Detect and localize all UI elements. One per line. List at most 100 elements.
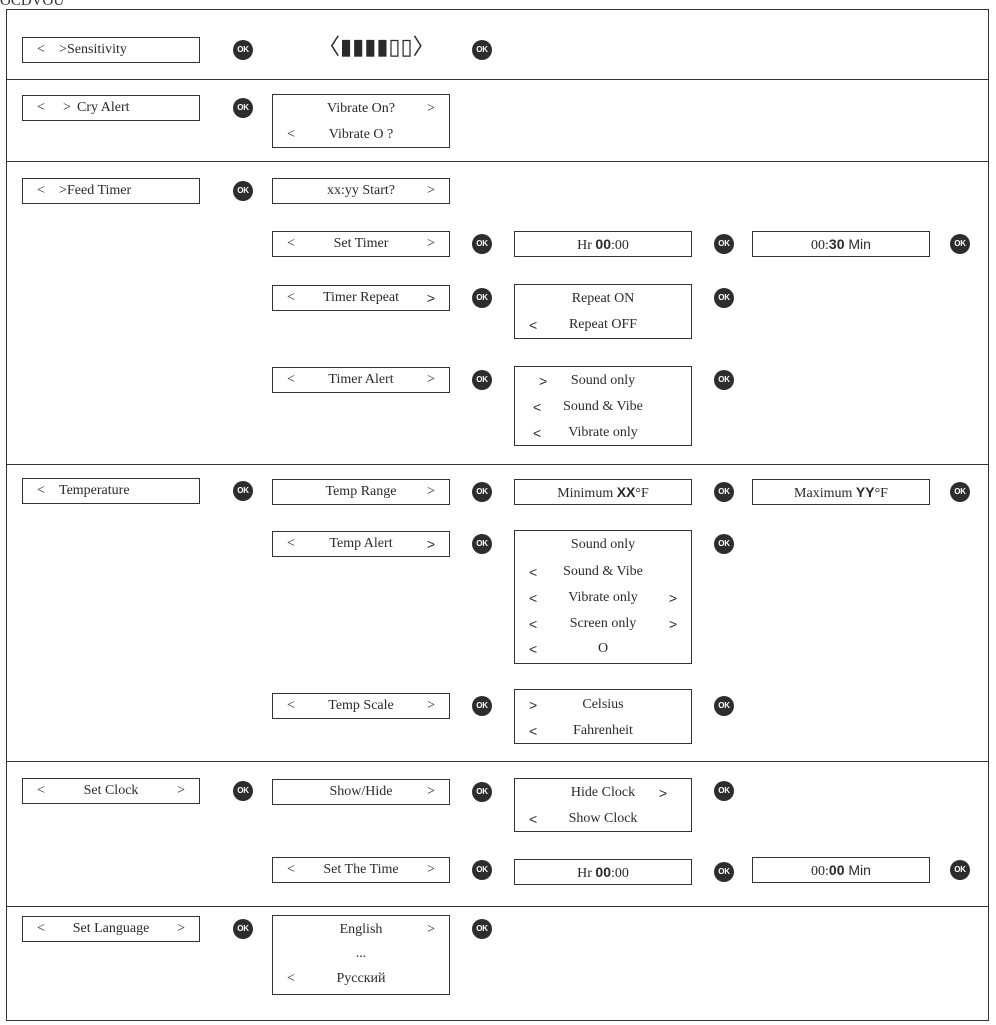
timer-minutes-box: 00:30 Min: [752, 231, 930, 257]
feed-timer-label: Feed Timer: [67, 183, 132, 198]
ok-icon: OK: [714, 288, 734, 308]
minimum-value: XX: [616, 484, 636, 500]
left-arrow-icon: <: [287, 127, 295, 142]
temp-scale-box: < Temp Scale >: [272, 693, 450, 719]
section-divider: [6, 161, 989, 162]
ok-icon: OK: [233, 98, 253, 118]
ok-icon: OK: [233, 781, 253, 801]
clock-hours-box: Hr 00:00: [514, 859, 692, 885]
minutes-value: 30: [828, 236, 845, 252]
maximum-prefix: Maximum: [794, 486, 856, 501]
ok-icon: OK: [472, 288, 492, 308]
show-hide-label: Show/Hide: [329, 784, 393, 799]
ok-icon: OK: [950, 482, 970, 502]
right-arrow-icon: >: [427, 101, 435, 116]
temp-off-option: O: [597, 641, 609, 656]
timer-alert-options-box: > Sound only < Sound & Vibe < Vibrate on…: [514, 366, 692, 446]
cry-alert-menu-box: < > Cry Alert: [22, 95, 200, 121]
ok-icon: OK: [950, 860, 970, 880]
section-divider: [6, 464, 989, 465]
right-arrow-icon: >: [426, 290, 435, 306]
timer-repeat-label: Timer Repeat: [322, 290, 400, 305]
hours-value: 00: [595, 236, 611, 252]
ok-icon: OK: [714, 781, 734, 801]
set-timer-box: < Set Timer >: [272, 231, 450, 257]
cry-alert-options-box: Vibrate On? > < Vibrate O ?: [272, 94, 450, 148]
right-arrow-icon: >: [529, 697, 538, 713]
hours-value: 00: [595, 864, 611, 880]
minimum-prefix: Minimum: [557, 486, 617, 501]
left-arrow-icon: <: [287, 698, 295, 713]
vibrate-only-option: Vibrate only: [568, 425, 638, 440]
language-options-box: English > ... < Русский: [272, 915, 450, 995]
vibrate-on-option: Vibrate On?: [327, 101, 395, 116]
right-arrow-icon: >: [59, 42, 67, 57]
temp-vibrate-only-option: Vibrate only: [568, 590, 638, 605]
left-arrow-icon: <: [529, 317, 538, 333]
vibrate-off-option: Vibrate O ?: [328, 127, 394, 142]
ok-icon: OK: [472, 696, 492, 716]
timer-start-box: xx:yy Start? >: [272, 178, 450, 204]
minutes-suffix: Min: [844, 862, 871, 878]
right-arrow-icon: >: [427, 922, 435, 937]
ok-icon: OK: [714, 862, 734, 882]
hours-suffix: :00: [610, 238, 629, 253]
right-arrow-icon: >: [426, 536, 435, 552]
clock-options-box: Hide Clock > < Show Clock: [514, 778, 692, 832]
left-arrow-icon: <: [529, 811, 538, 827]
left-arrow-icon: <: [529, 564, 538, 580]
right-arrow-icon: >: [668, 616, 677, 632]
right-arrow-icon: >: [427, 862, 435, 877]
repeat-options-box: Repeat ON < Repeat OFF: [514, 284, 692, 339]
left-arrow-icon: <: [529, 590, 538, 606]
ok-icon: OK: [472, 40, 492, 60]
section-divider: [6, 79, 989, 80]
set-language-menu-box: < Set Language >: [22, 916, 200, 942]
ok-icon: OK: [233, 181, 253, 201]
left-arrow-icon: <: [529, 616, 538, 632]
ok-icon: OK: [714, 534, 734, 554]
temp-scale-label: Temp Scale: [328, 698, 394, 713]
sensitivity-menu-box: < > Sensitivity: [22, 37, 200, 63]
left-arrow-icon: <: [37, 783, 45, 798]
timer-alert-label: Timer Alert: [328, 372, 394, 387]
ok-icon: OK: [714, 234, 734, 254]
right-arrow-icon: >: [427, 484, 435, 499]
temp-alert-box: < Temp Alert >: [272, 531, 450, 557]
left-arrow-icon: <: [37, 483, 45, 498]
celsius-option: Celsius: [582, 697, 624, 712]
diagram-frame: [6, 9, 989, 1021]
right-arrow-icon: >: [427, 183, 435, 198]
fahrenheit-option: Fahrenheit: [573, 723, 633, 738]
right-arrow-icon: >: [177, 783, 185, 798]
left-arrow-icon: <: [37, 183, 45, 198]
ok-icon: OK: [472, 919, 492, 939]
temp-sound-vibe-option: Sound & Vibe: [563, 564, 643, 579]
right-arrow-icon: >: [658, 785, 667, 801]
english-option: English: [339, 922, 383, 937]
left-arrow-icon: <: [533, 399, 542, 415]
timer-alert-box: < Timer Alert >: [272, 367, 450, 393]
left-arrow-icon: <: [287, 862, 295, 877]
ok-icon: OK: [714, 482, 734, 502]
temp-range-label: Temp Range: [325, 484, 397, 499]
show-hide-box: Show/Hide >: [272, 779, 450, 805]
left-arrow-icon: <: [37, 921, 45, 936]
temp-maximum-box: Maximum YY°F: [752, 479, 930, 505]
left-arrow-icon: <: [529, 723, 538, 739]
left-arrow-icon: <: [287, 971, 295, 986]
ok-icon: OK: [714, 696, 734, 716]
sound-vibe-option: Sound & Vibe: [563, 399, 643, 414]
set-clock-label: Set Clock: [83, 783, 139, 798]
sensitivity-meter-icon: 〈▮▮▮▮▯▯〉: [318, 34, 435, 59]
minimum-suffix: °F: [635, 486, 649, 501]
left-arrow-icon: <: [287, 372, 295, 387]
set-time-label: Set The Time: [323, 862, 399, 877]
hours-prefix: Hr: [577, 238, 596, 253]
hours-suffix: :00: [610, 866, 629, 881]
minutes-suffix: Min: [844, 236, 871, 252]
set-time-box: < Set The Time >: [272, 857, 450, 883]
timer-hours-box: Hr 00:00: [514, 231, 692, 257]
section-divider: [6, 761, 989, 762]
ok-icon: OK: [472, 234, 492, 254]
